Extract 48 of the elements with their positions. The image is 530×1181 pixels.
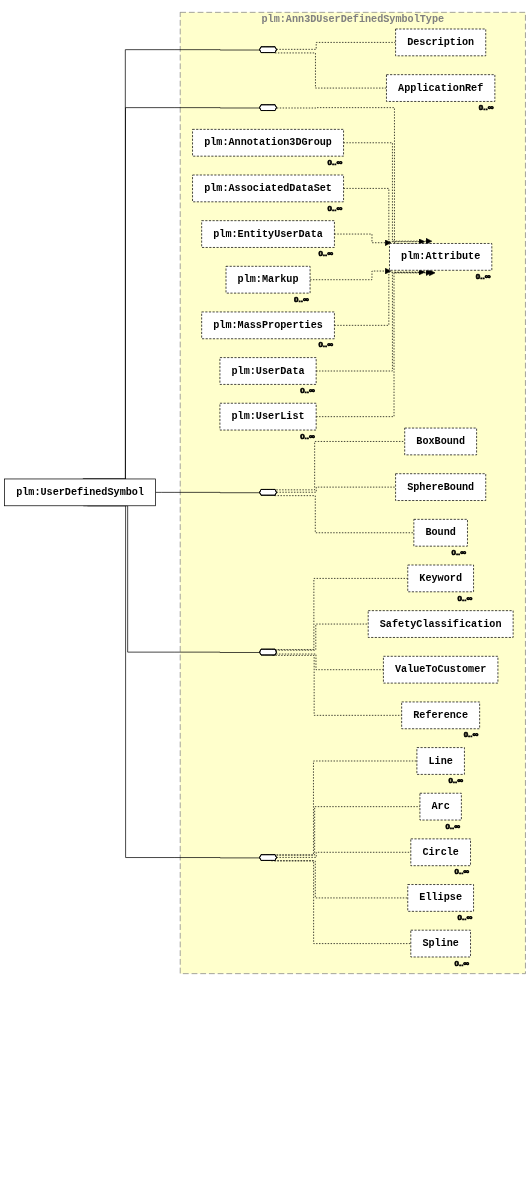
cardinality-label: 0..∞ [300,431,315,441]
cardinality-label: 0..∞ [478,103,494,113]
node-box: plm:AssociatedDataSet [192,174,344,203]
cardinality-label: 0..∞ [457,593,473,603]
cardinality-label: 0..∞ [448,776,463,786]
node-box: Circle [410,838,471,867]
cardinality-label: 0..∞ [457,913,473,923]
node-box: plm:EntityUserData [201,220,335,248]
node-box: plm:Annotation3DGroup [192,129,344,157]
node-box: SphereBound [395,473,487,501]
connector [275,653,384,671]
cardinality-label: 0..∞ [475,272,491,281]
connector [276,851,412,858]
cardinality-label: 0..∞ [454,958,470,968]
cardinality-label: 0..∞ [327,203,343,213]
node-box: Ellipse [407,884,474,912]
connector [276,42,396,50]
node-box: Bound [413,519,468,547]
node-box: Reference [401,701,480,730]
node-box: BoxBound [404,427,477,456]
node-box: plm:UserList [219,402,317,431]
node-box: Arc [419,792,462,821]
connector [275,623,369,651]
node-box: plm:MassProperties [201,311,335,340]
node-box: Description [395,28,487,57]
cardinality-label: 0..∞ [451,547,466,557]
cardinality-label: 0..∞ [327,157,343,167]
node-box: plm:UserData [219,357,317,385]
connector [155,492,261,494]
cardinality-label: 0..∞ [445,821,460,831]
connector [274,52,387,89]
node-box: plm:Markup [225,265,311,294]
cardinality-label: 0..∞ [300,386,315,396]
connector [276,486,396,493]
node-box: ApplicationRef [386,74,496,102]
node-box: ValueToCustomer [383,655,499,684]
node-box: Line [416,747,465,775]
cardinality-label: 0..∞ [294,294,309,304]
cardinality-label: 0..∞ [318,249,333,259]
node-box: Spline [410,929,471,958]
cardinality-label: 0..∞ [318,340,333,350]
node-box: plm:Attribute [389,243,493,271]
node-box: Keyword [407,564,474,593]
cardinality-label: 0..∞ [454,867,470,877]
node-box: SafetyClassification [367,610,514,638]
connector [274,495,415,534]
node-box: plm:UserDefinedSymbol [4,478,156,507]
cardinality-label: 0..∞ [463,730,479,740]
